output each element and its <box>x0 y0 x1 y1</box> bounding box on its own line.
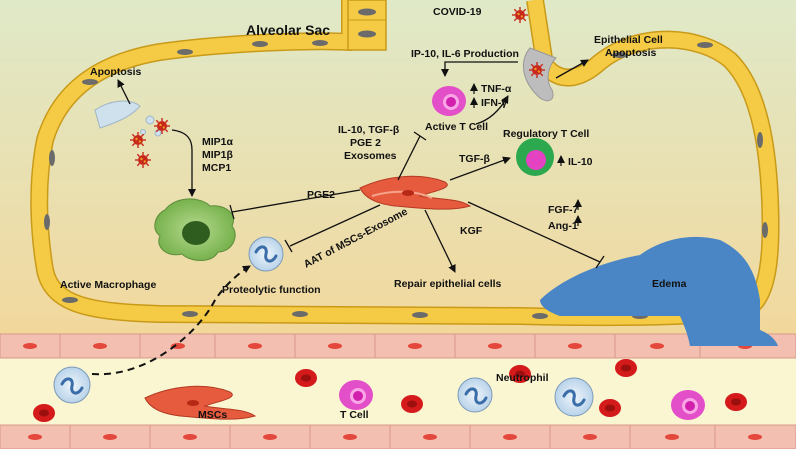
neutrophil-vessel-icon <box>457 377 493 413</box>
neutrophil-vessel-icon <box>554 377 594 417</box>
virus-icon <box>153 117 171 135</box>
apoptosis-label: Apoptosis <box>90 66 141 78</box>
virus-icon <box>134 151 152 169</box>
increase-arrows <box>470 83 582 226</box>
active-macrophage-label: Active Macrophage <box>60 279 156 291</box>
blood-vessel <box>0 333 796 449</box>
virus-icon <box>528 61 546 79</box>
tgfb-label: TGF-β <box>459 153 490 165</box>
edema-label: Edema <box>652 278 687 290</box>
msc-cluster <box>359 175 472 210</box>
red-blood-cell-icon <box>295 369 317 387</box>
mip1b-label: MIP1β <box>202 149 234 161</box>
red-blood-cell-icon <box>615 359 637 377</box>
repair-label: Repair epithelial cells <box>394 278 502 290</box>
neutrophil-alveolar <box>248 236 284 272</box>
ang1-label: Ang-1 <box>548 220 578 232</box>
neutrophil-label: Neutrophil <box>496 372 549 384</box>
edema-fluid <box>540 236 778 346</box>
t-cell-label: T Cell <box>340 409 369 421</box>
ip10-label: IP-10, IL-6 Production <box>411 48 519 60</box>
t-cell-vessel-icon <box>671 390 705 420</box>
neutrophil-vessel-icon <box>53 366 91 404</box>
mcp1-label: MCP1 <box>202 162 231 174</box>
red-blood-cell-icon <box>401 395 423 413</box>
kgf-label: KGF <box>460 225 483 237</box>
pge2-top-label: PGE 2 <box>350 137 381 149</box>
epithelial-apoptosis-label-2: Apoptosis <box>605 47 656 59</box>
virus-icon <box>129 131 147 149</box>
signaling-arrows <box>91 59 605 376</box>
red-blood-cell-icon <box>33 404 55 422</box>
mscs-label: MSCs <box>198 409 227 421</box>
mip1a-label: MIP1α <box>202 136 234 148</box>
regulatory-t-cell <box>516 138 554 176</box>
active-macrophage <box>154 198 236 261</box>
fgf7-label: FGF-7 <box>548 204 578 216</box>
alveolar-sac-label: Alveolar Sac <box>246 22 330 38</box>
active-t-cell <box>432 86 466 116</box>
epithelial-apoptosis-label-1: Epithelial Cell <box>594 34 663 46</box>
msc-vessel-icon <box>144 385 257 420</box>
virus-icon <box>511 6 529 24</box>
proteolytic-label: Proteolytic function <box>222 284 321 296</box>
covid-label: COVID-19 <box>433 6 482 18</box>
il10-tgf-label: IL-10, TGF-β <box>338 124 400 136</box>
il10-label: IL-10 <box>568 156 593 168</box>
active-t-cell-label: Active T Cell <box>425 121 488 133</box>
tnf-label: TNF-α <box>481 83 512 95</box>
pge2-label: PGE2 <box>307 189 335 201</box>
regulatory-t-cell-label: Regulatory T Cell <box>503 128 589 140</box>
alveolar-wall <box>30 0 780 327</box>
t-cell-vessel-icon <box>339 380 373 410</box>
red-blood-cell-icon <box>599 399 621 417</box>
exosomes-label: Exosomes <box>344 150 397 162</box>
red-blood-cell-icon <box>725 393 747 411</box>
vessel-cells <box>33 359 747 422</box>
ifn-label: IFN-γ <box>481 97 507 109</box>
